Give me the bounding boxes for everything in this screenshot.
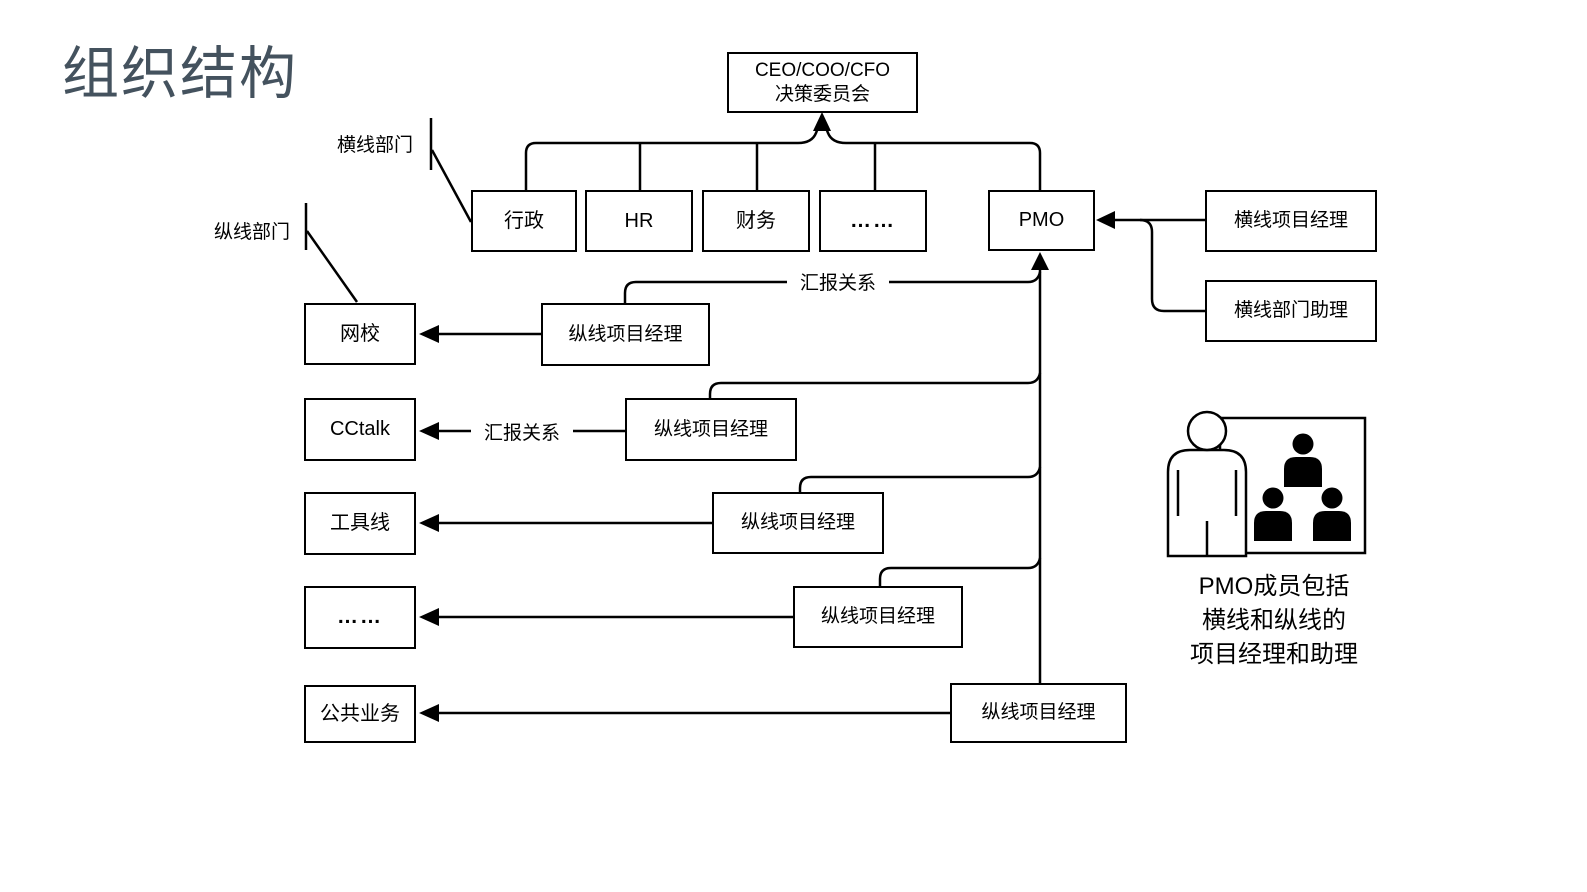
pm1-connector: [623, 271, 1042, 303]
callout-horizontal-departments: 横线部门: [336, 135, 413, 156]
pm4-arrowhead: [419, 608, 439, 626]
ceo-arrowhead: [813, 112, 831, 131]
pm1-arrowhead: [419, 325, 439, 343]
dept-box-admin: 行政: [471, 190, 577, 252]
ceo-committee-line1: CEO/COO/CFO: [754, 59, 891, 81]
assistant-merge-line: [1139, 218, 1205, 313]
bus-right-line: [821, 122, 1042, 190]
icon-member-left-head: [1262, 487, 1284, 509]
pm3-connector: [798, 466, 1042, 492]
icon-member-right-body: [1313, 511, 1351, 541]
business-line-box-tools: 工具线: [304, 492, 416, 555]
pm3-arrowhead: [419, 514, 439, 532]
pmo-bottom-arrowhead: [1031, 252, 1049, 270]
pm4-connector: [878, 557, 1042, 586]
icon-member-top-head: [1292, 433, 1314, 455]
pmo-note-line2: 横线和纵线的: [1202, 607, 1346, 634]
dept-box-hr: HR: [585, 190, 693, 252]
pm2-arrowhead: [419, 422, 439, 440]
business-line-box-dots: ……: [304, 586, 416, 649]
vertical-pm-box-2: 纵线项目经理: [625, 398, 797, 461]
pmo-note-line3: 项目经理和助理: [1190, 641, 1358, 668]
reporting-label-top: 汇报关系: [787, 268, 889, 294]
vertical-pm-box-3: 纵线项目经理: [712, 492, 884, 554]
business-line-box-cctalk: CCtalk: [304, 398, 416, 461]
bus-left-line: [524, 122, 823, 190]
business-line-box-public: 公共业务: [304, 685, 416, 743]
pmo-right-arrowhead: [1096, 211, 1115, 229]
pm2-connector: [708, 372, 1042, 398]
dept-box-dots: ……: [819, 190, 927, 252]
vertical-pm-box-4: 纵线项目经理: [793, 586, 963, 648]
business-line-box-wangxiao: 网校: [304, 303, 416, 365]
dept-box-pmo: PMO: [988, 190, 1095, 251]
horizontal-dept-leader: [430, 149, 473, 223]
ceo-committee-line2: 决策委员会: [774, 83, 870, 105]
vertical-pm-box-5: 纵线项目经理: [950, 683, 1127, 743]
ceo-committee-box: CEO/COO/CFO 决策委员会: [727, 52, 918, 113]
dept-box-finance: 财务: [702, 190, 810, 252]
icon-presenter-body: [1166, 448, 1248, 558]
horizontal-pm-box: 横线项目经理: [1205, 190, 1377, 252]
vertical-dept-leader: [305, 230, 359, 303]
vertical-pm-box-1: 纵线项目经理: [541, 303, 710, 366]
page-title: 组织结构: [62, 42, 298, 106]
pmo-team-icon: [1166, 410, 1367, 558]
icon-member-top-body: [1284, 457, 1322, 487]
pmo-note: PMO成员包括 横线和纵线的 项目经理和助理: [1146, 570, 1402, 672]
icon-member-right-head: [1321, 487, 1343, 509]
pmo-note-line1: PMO成员包括: [1198, 573, 1350, 600]
callout-vertical-departments: 纵线部门: [213, 222, 290, 243]
icon-member-left-body: [1254, 511, 1292, 541]
pm5-arrowhead: [419, 704, 439, 722]
horizontal-assistant-box: 横线部门助理: [1205, 280, 1377, 342]
reporting-label-middle: 汇报关系: [471, 418, 573, 444]
icon-presenter-head: [1186, 410, 1228, 452]
